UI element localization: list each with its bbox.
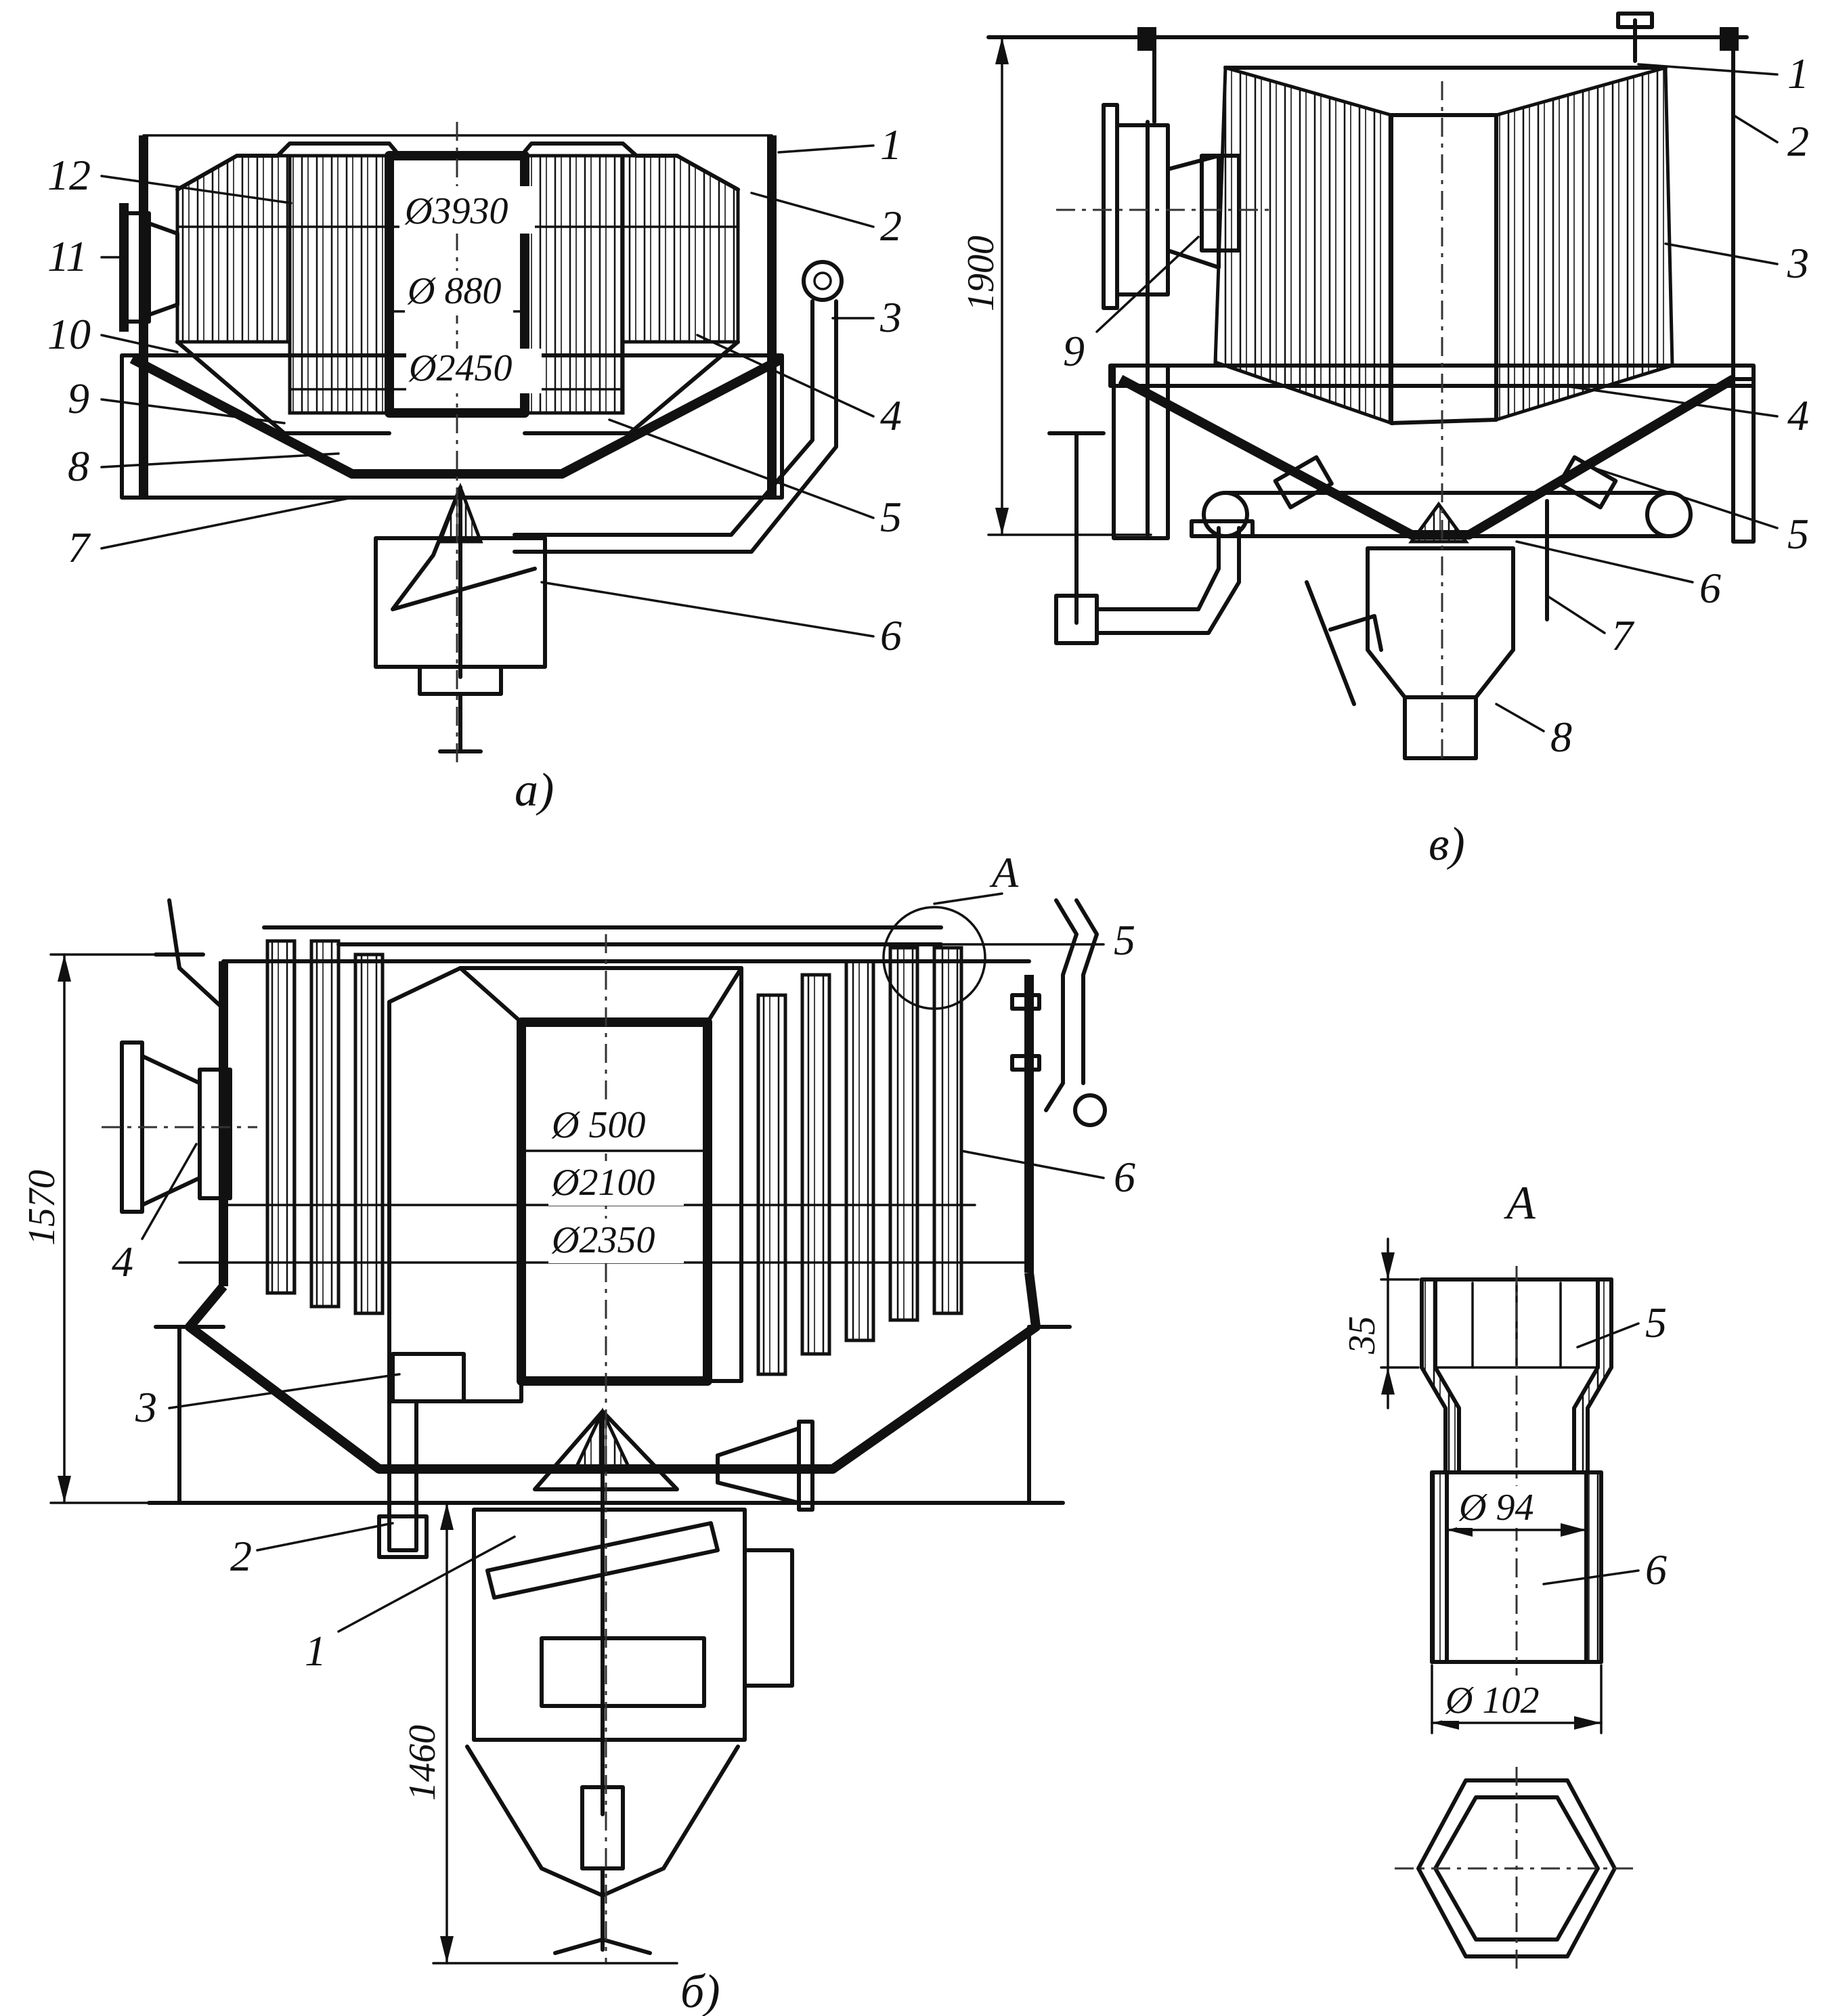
- caption-b: б): [680, 1966, 720, 2016]
- label-b-1: 1: [305, 1627, 326, 1675]
- dim-detail-35: 35: [1341, 1316, 1383, 1355]
- label-v-9: 9: [1063, 327, 1085, 375]
- label-v-8: 8: [1550, 713, 1572, 761]
- label-v-7: 7: [1611, 611, 1635, 659]
- dim-detail-94: Ø 94: [1458, 1487, 1533, 1529]
- label-a-4: 4: [880, 391, 902, 439]
- label-a-10: 10: [47, 310, 91, 358]
- dim-a-3930: Ø3930: [404, 190, 508, 232]
- label-b-2: 2: [230, 1532, 252, 1580]
- caption-a: а): [515, 764, 554, 816]
- figure-a: Ø3930 Ø 880 Ø2450 1 2 3 4 5 6 7 8 9 10 1…: [47, 120, 902, 816]
- label-b-6: 6: [1114, 1153, 1135, 1201]
- dim-a-880: Ø 880: [407, 270, 501, 312]
- detail-label-6: 6: [1645, 1546, 1667, 1594]
- label-v-3: 3: [1787, 239, 1809, 287]
- figure-v: 1900 1 2 3 4 5 6 7 8 9 в): [960, 12, 1809, 871]
- detail-a-title: А: [1504, 1177, 1536, 1229]
- label-a-1: 1: [880, 120, 902, 169]
- label-b-detail-marker: А: [989, 848, 1019, 896]
- figure-b: Ø 500 Ø2100 Ø2350 1570 1460 1 2 3 4 5 6 …: [19, 848, 1135, 2016]
- dim-b-2350: Ø2350: [551, 1219, 655, 1261]
- label-a-3: 3: [879, 293, 902, 341]
- label-a-7: 7: [68, 523, 91, 571]
- dim-b-2100: Ø2100: [551, 1162, 655, 1204]
- label-a-2: 2: [880, 202, 902, 250]
- label-v-6: 6: [1699, 564, 1721, 612]
- detail-a: А 35: [1341, 1177, 1667, 1970]
- label-a-12: 12: [47, 151, 91, 199]
- label-a-8: 8: [68, 442, 89, 490]
- dim-b-500: Ø 500: [551, 1104, 645, 1146]
- label-v-2: 2: [1787, 117, 1809, 165]
- label-v-5: 5: [1787, 510, 1809, 558]
- caption-v: в): [1429, 818, 1465, 871]
- label-a-9: 9: [68, 374, 89, 422]
- dim-a-2450: Ø2450: [408, 347, 512, 389]
- dim-b-1570: 1570: [21, 1170, 63, 1246]
- label-b-5: 5: [1114, 916, 1135, 964]
- label-a-11: 11: [47, 232, 87, 280]
- dim-detail-102: Ø 102: [1445, 1680, 1539, 1722]
- label-b-3: 3: [135, 1383, 157, 1431]
- label-a-5: 5: [880, 493, 902, 541]
- label-v-1: 1: [1787, 49, 1809, 97]
- detail-label-5: 5: [1645, 1298, 1667, 1346]
- dim-b-1460: 1460: [401, 1725, 443, 1801]
- label-a-6: 6: [880, 611, 902, 659]
- figure-a-dim-labels: Ø3930 Ø 880 Ø2450: [399, 186, 542, 393]
- label-v-4: 4: [1787, 391, 1809, 439]
- label-b-4: 4: [112, 1237, 133, 1286]
- dim-v-1900: 1900: [960, 236, 1002, 311]
